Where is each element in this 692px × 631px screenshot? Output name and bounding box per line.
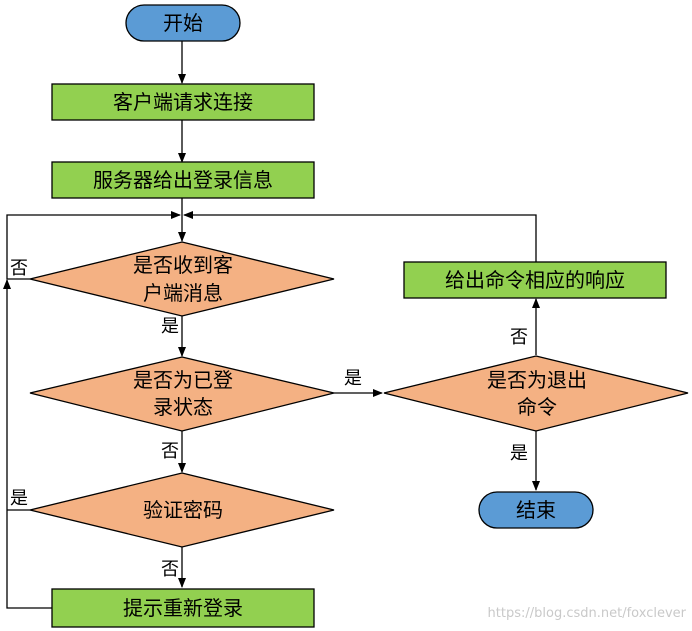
verify-label: 验证密码	[143, 498, 223, 522]
start-terminal	[125, 4, 241, 42]
node-server-info: 服务器给出登录信息	[51, 161, 315, 199]
arrow-respond-loop-back	[183, 211, 537, 262]
server-info-label: 服务器给出登录信息	[93, 168, 273, 192]
node-start: 开始	[125, 4, 241, 42]
edge-label-recv-yes: 是	[161, 316, 179, 337]
connect-process	[51, 83, 315, 121]
node-exit-cmd: 是否为退出 命令	[383, 355, 689, 432]
edge-label-exit-no: 否	[510, 327, 528, 348]
arrow-relogin-loop	[2, 279, 52, 609]
node-respond: 给出命令相应的响应	[403, 261, 667, 299]
edge-label-verify-yes: 是	[10, 488, 28, 509]
watermark: https://blog.csdn.net/foxclever	[488, 606, 687, 621]
logged-in-decision	[29, 356, 335, 432]
exit-cmd-decision	[383, 355, 689, 432]
respond-process	[403, 261, 667, 299]
edge-label-recv-no: 否	[10, 258, 28, 279]
edge-label-logged-yes: 是	[344, 368, 362, 389]
edge-label-exit-yes: 是	[510, 443, 528, 464]
exit-cmd-label-line1: 是否为退出	[487, 368, 587, 392]
respond-label: 给出命令相应的响应	[445, 268, 625, 292]
verify-decision	[29, 472, 335, 548]
edge-label-logged-no: 否	[161, 441, 179, 462]
node-relogin: 提示重新登录	[51, 588, 315, 628]
connect-label: 客户端请求连接	[113, 90, 253, 114]
edge-labels: 否 是 是 否 是 否 否 是	[10, 258, 528, 580]
end-terminal	[478, 491, 594, 529]
node-connect: 客户端请求连接	[51, 83, 315, 121]
exit-cmd-label-line2: 命令	[517, 395, 557, 419]
relogin-process	[51, 588, 315, 628]
logged-in-label-line1: 是否为已登	[133, 368, 233, 392]
relogin-label: 提示重新登录	[123, 596, 243, 620]
recv-msg-decision	[29, 241, 335, 317]
node-recv-msg: 是否收到客 户端消息	[29, 241, 335, 317]
edge-label-verify-no: 否	[161, 559, 179, 580]
node-verify: 验证密码	[29, 472, 335, 548]
arrow-recv-no-loop	[6, 211, 181, 280]
start-label: 开始	[163, 11, 203, 35]
logged-in-label-line2: 录状态	[153, 395, 213, 419]
node-logged-in: 是否为已登 录状态	[29, 356, 335, 432]
recv-msg-label-line2: 户端消息	[143, 281, 223, 305]
recv-msg-label-line1: 是否收到客	[133, 253, 233, 277]
server-info-process	[51, 161, 315, 199]
end-label: 结束	[516, 498, 556, 522]
node-end: 结束	[478, 491, 594, 529]
connectors	[2, 41, 540, 609]
